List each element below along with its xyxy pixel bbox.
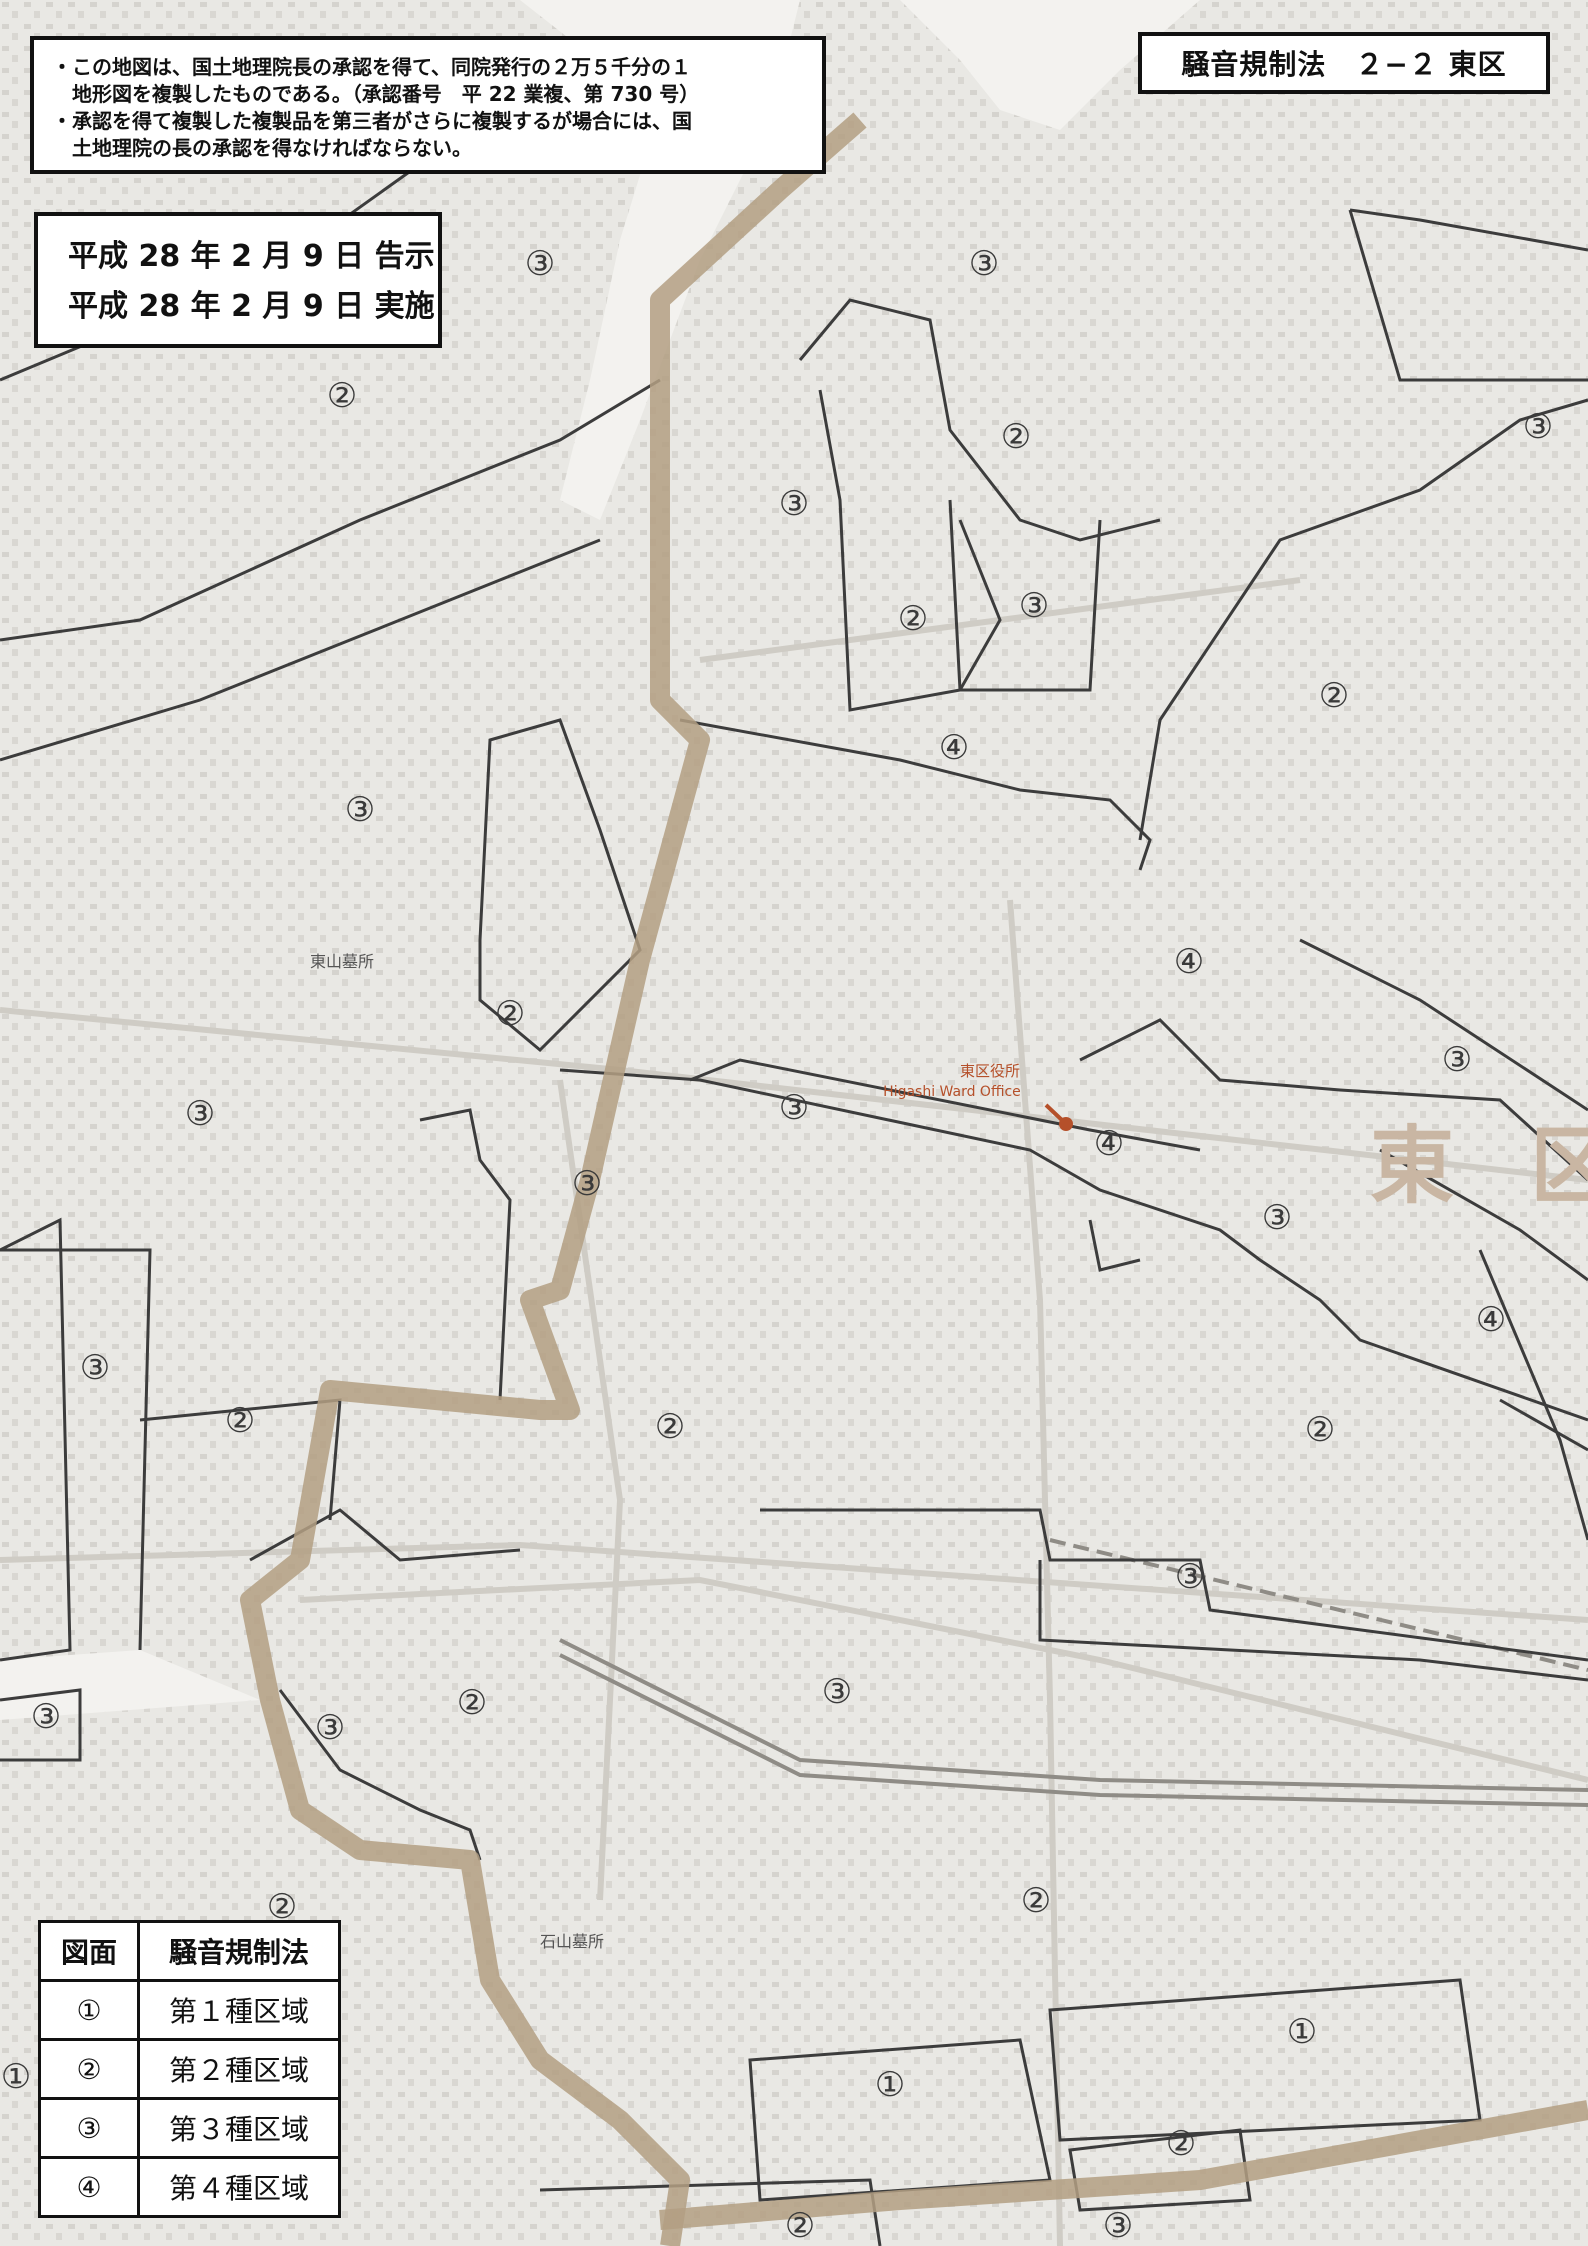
place-label: 東山墓所 — [310, 952, 374, 971]
legend-header-row: 図面 騒音規制法 — [38, 1920, 341, 1982]
zone-marker: ③ — [779, 1088, 809, 1128]
zone-marker: ③ — [969, 244, 999, 284]
notice-date: 平成 28 年 2 月 9 日 告示 — [68, 239, 435, 274]
legend-header-symbol: 図面 — [38, 1920, 140, 1982]
legend-symbol: ③ — [38, 2097, 140, 2159]
note-line: ・この地図は、国土地理院長の承認を得て、同院発行の２万５千分の１ — [52, 55, 691, 79]
zone-marker: ④ — [1174, 942, 1204, 982]
effective-date: 平成 28 年 2 月 9 日 実施 — [68, 289, 435, 324]
zone-marker: ③ — [315, 1708, 345, 1748]
ward-office-marker[interactable] — [1059, 1117, 1073, 1131]
zone-marker: ③ — [185, 1094, 215, 1134]
place-label: 石山墓所 — [540, 1932, 604, 1951]
zone-marker: ② — [495, 994, 525, 1034]
zone-marker: ③ — [80, 1348, 110, 1388]
zone-marker: ③ — [525, 244, 555, 284]
zone-marker: ② — [655, 1407, 685, 1447]
ward-office-label-en: Higashi Ward Office — [883, 1084, 1021, 1100]
legend-row: ④ 第４種区域 — [38, 2156, 341, 2218]
legend-label: 第１種区域 — [137, 1979, 341, 2041]
legend-label: 第２種区域 — [137, 2038, 341, 2100]
zone-marker: ② — [1001, 417, 1031, 457]
ward-boundary-band — [240, 112, 867, 2246]
zone-marker: ② — [457, 1683, 487, 1723]
zone-marker: ④ — [939, 728, 969, 768]
legend-label: 第３種区域 — [137, 2097, 341, 2159]
note-line: 土地理院の長の承認を得なければならない。 — [52, 136, 472, 160]
ward-boundary-band-south — [659, 2100, 1588, 2230]
zone-boundaries — [0, 148, 1588, 2246]
zone-marker: ② — [785, 2206, 815, 2246]
legend-symbol: ④ — [38, 2156, 140, 2218]
legend-row: ③ 第３種区域 — [38, 2097, 341, 2159]
zone-marker: ③ — [1175, 1557, 1205, 1597]
ward-office-label-jp: 東区役所 — [960, 1062, 1020, 1080]
zone-marker: ③ — [1442, 1040, 1472, 1080]
zone-marker: ③ — [1523, 407, 1553, 447]
zone-marker: ② — [1319, 676, 1349, 716]
river — [0, 1650, 260, 1720]
zone-marker: ② — [1021, 1881, 1051, 1921]
legend-table: 図面 騒音規制法 ① 第１種区域 ② 第２種区域 ③ 第３種区域 ④ 第４種区域 — [38, 1920, 341, 2218]
zone-marker: ③ — [779, 484, 809, 524]
legend-symbol: ② — [38, 2038, 140, 2100]
ward-name-label: 区 — [1530, 1117, 1588, 1215]
zone-marker: ③ — [1019, 586, 1049, 626]
zone-marker: ② — [327, 376, 357, 416]
zone-marker: ④ — [1476, 1300, 1506, 1340]
zone-marker: ③ — [822, 1672, 852, 1712]
map-title: 騒音規制法 ２−２ 東区 — [1138, 32, 1550, 94]
ward-name-label: 東 — [1370, 1117, 1454, 1215]
legend-row: ② 第２種区域 — [38, 2038, 341, 2100]
dates-box: 平成 28 年 2 月 9 日 告示 平成 28 年 2 月 9 日 実施 — [34, 212, 442, 348]
zone-marker: ① — [1, 2057, 31, 2097]
zone-marker: ③ — [572, 1164, 602, 1204]
zone-marker: ③ — [1103, 2206, 1133, 2246]
zone-marker: ② — [225, 1401, 255, 1441]
note-line: ・承認を得て複製した複製品を第三者がさらに複製するが場合には、国 — [52, 109, 692, 133]
zone-marker: ① — [1287, 2012, 1317, 2052]
zone-marker: ④ — [1094, 1124, 1124, 1164]
zone-marker: ① — [875, 2065, 905, 2105]
zone-markers: ③ ② ③ ③ ② ③ ② ③ ② ④ ③ ④ ② ③ ③ ③ ④ ③ ③ ④ … — [1, 244, 1553, 2246]
zone-marker: ③ — [345, 790, 375, 830]
zone-marker: ② — [898, 599, 928, 639]
copyright-note: ・この地図は、国土地理院長の承認を得て、同院発行の２万５千分の１ 地形図を複製し… — [30, 36, 826, 174]
note-line: 地形図を複製したものである。（承認番号 平 22 業複、第 730 号） — [52, 82, 700, 106]
zone-marker: ② — [1305, 1410, 1335, 1450]
legend-label: 第４種区域 — [137, 2156, 341, 2218]
zone-marker: ② — [1166, 2124, 1196, 2164]
legend-header-law: 騒音規制法 — [137, 1920, 341, 1982]
zone-marker: ③ — [31, 1697, 61, 1737]
legend-symbol: ① — [38, 1979, 140, 2041]
legend-row: ① 第１種区域 — [38, 1979, 341, 2041]
zone-marker: ③ — [1262, 1198, 1292, 1238]
sea-area — [560, 0, 1200, 130]
